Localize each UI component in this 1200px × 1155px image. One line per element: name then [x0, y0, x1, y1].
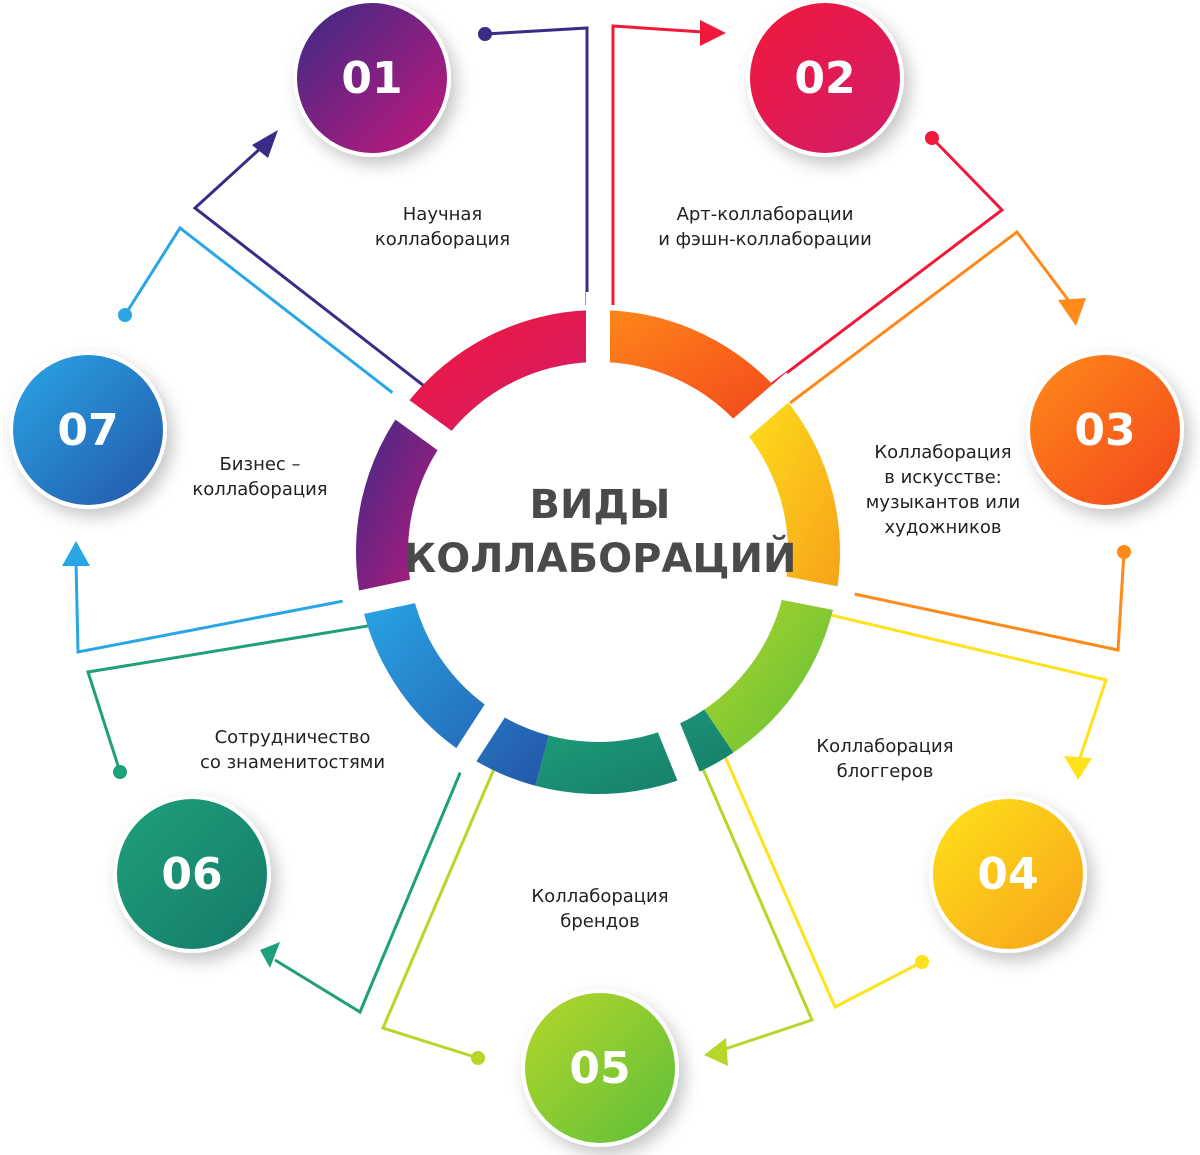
- connector-dot: [471, 1051, 485, 1065]
- center-title-line-1: ВИДЫ: [529, 482, 671, 528]
- connector-line: [274, 729, 480, 1015]
- circle-05: 05: [521, 989, 679, 1147]
- connector-line: [691, 745, 815, 1052]
- ring-segment-07: [361, 591, 549, 786]
- ring-segment-04: [739, 390, 840, 586]
- label-celebrities: Сотрудничество со знаменитостями: [199, 727, 386, 773]
- label-bloggers: Коллаборация блоггеров: [816, 736, 954, 782]
- ring-segment-03: [589, 310, 778, 425]
- circle-fill: [13, 355, 163, 505]
- connector-dot: [118, 308, 132, 322]
- connector-line: [771, 136, 1005, 386]
- ring-segment-05: [704, 578, 838, 753]
- connector-dot: [1117, 545, 1131, 559]
- ring-separator: [776, 575, 856, 614]
- label-art-musicians: Коллаборация в искусстве: музыкантов или…: [865, 442, 1021, 538]
- connector-line: [611, 24, 719, 305]
- ring-separator: [655, 718, 707, 798]
- connector-line: [825, 551, 1126, 652]
- ring-separator: [341, 578, 421, 618]
- circle-number-01: 01: [341, 53, 402, 104]
- connector-line: [817, 610, 1108, 759]
- label-brands: Коллаборация брендов: [531, 886, 669, 932]
- label-business: Бизнес – коллаборация: [192, 454, 328, 500]
- connector-lines: [62, 20, 1131, 1066]
- ring-separator: [728, 372, 803, 441]
- circle-fill: [525, 993, 675, 1143]
- ring-separator: [380, 389, 457, 454]
- ring-separator: [446, 699, 508, 777]
- label-scientific: Научная коллаборация: [374, 204, 511, 250]
- circle-number-04: 04: [977, 849, 1038, 900]
- ring-separators: [341, 292, 856, 798]
- ring-segment-01: [355, 403, 449, 603]
- connector-dot: [915, 955, 929, 969]
- connector-arrowhead: [704, 1038, 728, 1066]
- circle-number-06: 06: [161, 849, 222, 900]
- connector-line: [710, 726, 923, 1010]
- circle-06: 06: [113, 795, 271, 953]
- ring-segment-06: [535, 709, 734, 794]
- label-art-fashion: Арт-коллаборации и фэшн-коллаборации: [658, 204, 872, 250]
- circle-03: 03: [1026, 351, 1184, 509]
- connector-line: [74, 561, 381, 654]
- circle-fill: [750, 3, 900, 153]
- circle-fill: [297, 3, 447, 153]
- circle-fill: [117, 799, 267, 949]
- connector-dot: [478, 27, 492, 41]
- circle-01: 01: [293, 0, 451, 157]
- circle-number-03: 03: [1074, 405, 1135, 456]
- circle-fill: [933, 799, 1083, 949]
- connector-arrowhead: [252, 130, 278, 158]
- connector-line: [86, 620, 393, 773]
- connector-line: [192, 133, 456, 412]
- connector-dot: [925, 131, 939, 145]
- circle-02: 02: [746, 0, 904, 157]
- connector-line: [380, 747, 505, 1060]
- circle-04: 04: [929, 795, 1087, 953]
- connector-arrowhead: [1064, 756, 1092, 780]
- circle-07: 07: [9, 351, 167, 509]
- connector-arrowhead: [700, 20, 726, 46]
- connector-dot: [113, 765, 127, 779]
- connector-arrowhead: [62, 541, 90, 566]
- connector-line: [123, 225, 439, 430]
- ring-segment-02: [407, 310, 592, 436]
- connector-line: [789, 229, 1074, 405]
- circle-number-02: 02: [794, 53, 855, 104]
- number-circles: 01 02 03 04 05 06 07: [9, 0, 1184, 1147]
- connector-arrowhead: [260, 942, 280, 968]
- center-title-line-2: КОЛЛАБОРАЦИЙ: [403, 536, 797, 582]
- center-title: ВИДЫ КОЛЛАБОРАЦИЙ: [390, 478, 810, 586]
- circle-number-05: 05: [569, 1043, 630, 1094]
- connector-line: [484, 26, 589, 305]
- circle-number-07: 07: [57, 405, 118, 456]
- connector-arrowhead: [1058, 298, 1086, 326]
- circle-fill: [1030, 355, 1180, 505]
